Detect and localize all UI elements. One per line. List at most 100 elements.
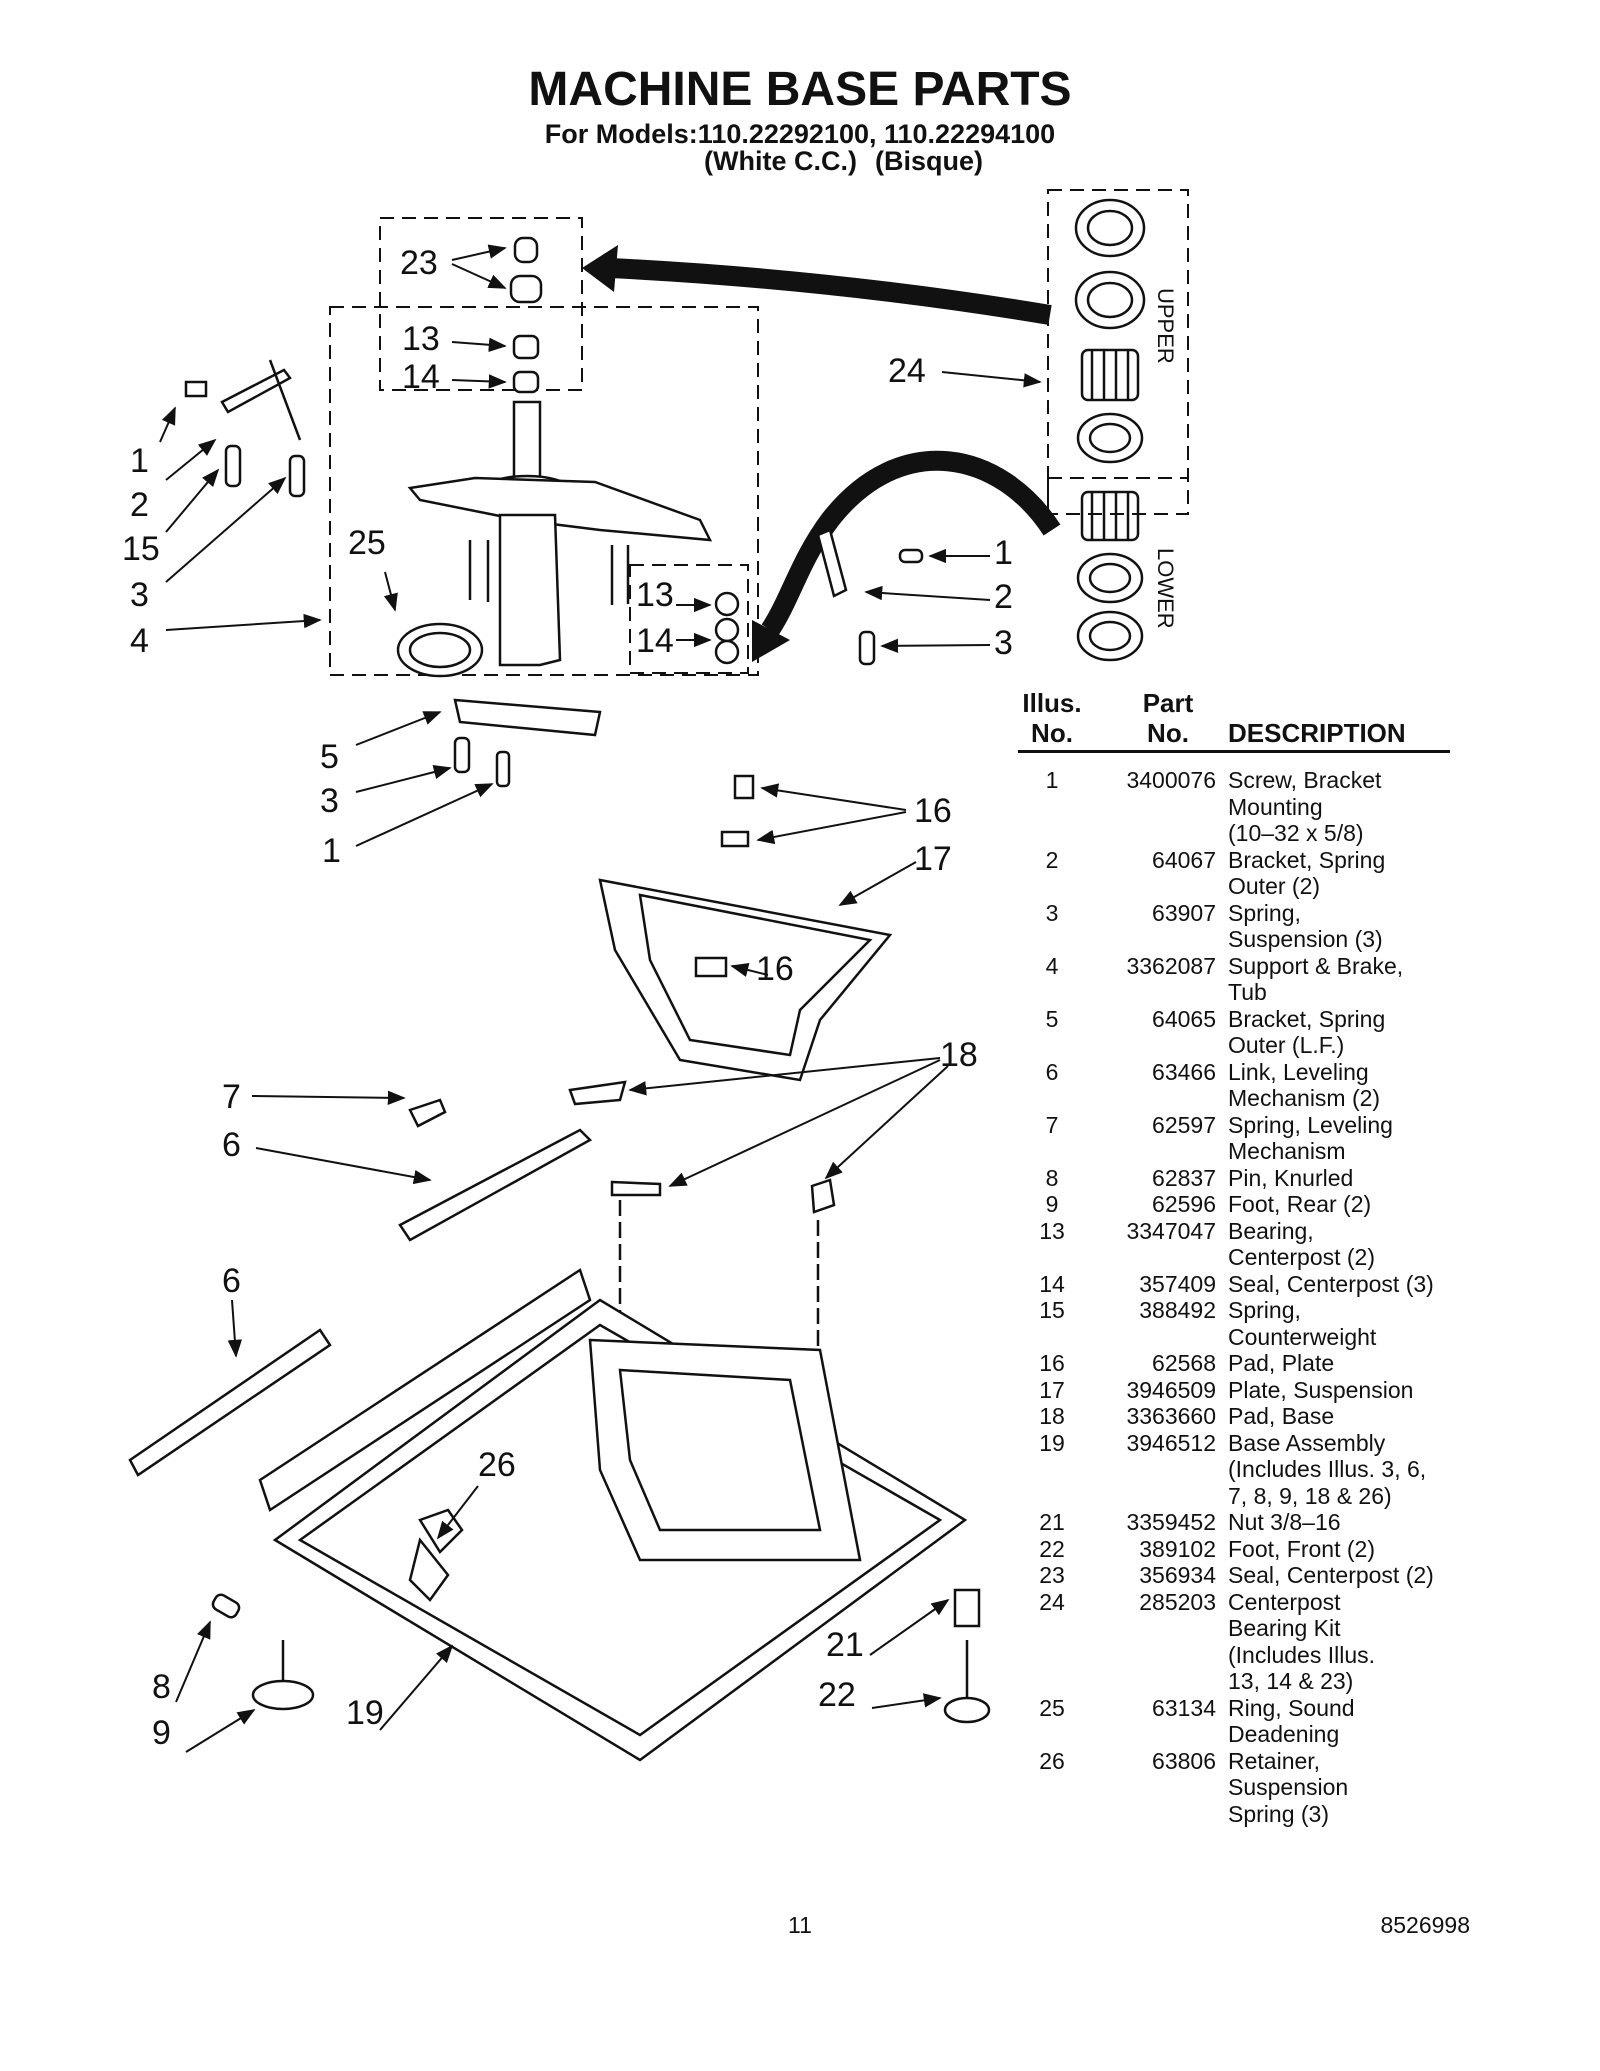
- part-description: Base Assembly (Includes Illus. 3, 6, 7, …: [1228, 1429, 1427, 1509]
- part-description: Bearing, Centerpost (2): [1228, 1217, 1376, 1271]
- callout-3-left: 3: [130, 576, 149, 614]
- callout-17: 17: [914, 840, 952, 878]
- part-no: 357409: [1139, 1270, 1216, 1297]
- tub-support-brake: [396, 400, 713, 678]
- parts-table-row: 8 62837 Pin, Knurled: [1018, 1165, 1450, 1192]
- suspension-plate: [598, 774, 893, 1082]
- page-title: MACHINE BASE PARTS: [528, 63, 1072, 116]
- part-no: 3946509: [1126, 1376, 1216, 1403]
- callout-4: 4: [130, 622, 149, 660]
- callout-3-right: 3: [994, 624, 1013, 662]
- part-no: 3362087: [1126, 952, 1216, 979]
- callout-6-top: 6: [222, 1126, 241, 1164]
- callout-22: 22: [818, 1676, 856, 1714]
- part-description: Foot, Front (2): [1228, 1535, 1375, 1562]
- illus-no: 21: [1039, 1509, 1065, 1535]
- col-illus-no: Illus. No.: [1022, 688, 1082, 748]
- upper-label: UPPER: [1153, 288, 1178, 364]
- part-no: 62597: [1152, 1111, 1216, 1138]
- illus-no: 2: [1045, 846, 1059, 873]
- part-description: Bracket, Spring Outer (L.F.): [1228, 1005, 1386, 1059]
- callout-3-lower: 3: [320, 782, 339, 820]
- callout-5: 5: [320, 738, 339, 776]
- callout-26: 26: [478, 1446, 516, 1484]
- part-no: 3400076: [1126, 767, 1216, 793]
- part-description: Bracket, Spring Outer (2): [1228, 846, 1386, 900]
- part-description: Retainer, Suspension Spring (3): [1228, 1747, 1349, 1827]
- left-bracket-group: [184, 359, 306, 498]
- illus-no: 26: [1039, 1747, 1065, 1774]
- part-description: Foot, Rear (2): [1228, 1191, 1372, 1217]
- callout-21: 21: [826, 1626, 864, 1664]
- part-no: 285203: [1139, 1588, 1216, 1615]
- bearing-kit-lower: [1076, 490, 1144, 662]
- illus-no: 17: [1039, 1376, 1065, 1403]
- part-description: Support & Brake, Tub: [1228, 952, 1404, 1006]
- part-description: Spring, Leveling Mechanism: [1228, 1111, 1393, 1165]
- models-line: For Models:110.22292100, 110.22294100: [544, 119, 1056, 149]
- illus-no: 24: [1039, 1588, 1065, 1615]
- seal-box-lower: [629, 564, 749, 674]
- callout-8: 8: [152, 1668, 171, 1706]
- right-bracket-group: [816, 528, 924, 666]
- callout-2-left: 2: [130, 486, 149, 524]
- part-no: 388492: [1139, 1297, 1216, 1323]
- part-no: 64067: [1152, 846, 1216, 873]
- part-description: Seal, Centerpost (2): [1228, 1562, 1434, 1588]
- part-description: Pad, Base: [1228, 1403, 1335, 1429]
- callout-6-lower: 6: [222, 1262, 241, 1300]
- callout-24: 24: [888, 352, 926, 390]
- base-assembly: [258, 1268, 968, 1762]
- part-no: 62596: [1152, 1191, 1216, 1217]
- part-no: 63466: [1152, 1058, 1216, 1085]
- part-no: 356934: [1139, 1562, 1216, 1588]
- part-description: Nut 3/8–16: [1228, 1509, 1341, 1535]
- part-description: Pin, Knurled: [1228, 1164, 1354, 1191]
- callout-16-mid: 16: [756, 950, 794, 988]
- callout-14-lower: 14: [636, 622, 674, 660]
- part-description: Link, Leveling Mechanism (2): [1228, 1058, 1381, 1112]
- callout-25: 25: [348, 524, 386, 562]
- kit-to-top-arrow: [609, 258, 1052, 325]
- illus-no: 9: [1045, 1191, 1059, 1217]
- illus-no: 15: [1039, 1297, 1065, 1323]
- callout-1-right: 1: [994, 534, 1013, 572]
- part-no: 3946512: [1126, 1429, 1216, 1456]
- part-no: 63134: [1152, 1694, 1216, 1721]
- part-description: Screw, Bracket Mounting (10–32 x 5/8): [1228, 767, 1382, 846]
- centerpost-seals: [509, 236, 740, 665]
- illus-no: 14: [1039, 1270, 1065, 1297]
- part-description: Spring, Suspension (3): [1228, 899, 1383, 953]
- callout-18: 18: [940, 1036, 978, 1074]
- part-no: 62837: [1152, 1164, 1216, 1191]
- parts-table-row: 2 64067 Bracket, Spring Outer (2): [1018, 847, 1450, 900]
- parts-table-row: 6 63466 Link, Leveling Mechanism (2): [1018, 1059, 1450, 1112]
- lower-bracket-group: [453, 698, 602, 788]
- part-description: Spring, Counterweight: [1228, 1297, 1377, 1350]
- seal-box-top: [379, 217, 583, 391]
- bearing-kit-box: [1047, 189, 1189, 515]
- illus-no: 13: [1039, 1217, 1065, 1244]
- page-number: 11: [788, 1912, 812, 1938]
- part-no: 64065: [1152, 1005, 1216, 1032]
- illus-no: 8: [1045, 1164, 1059, 1191]
- illus-no: 6: [1045, 1058, 1059, 1085]
- parts-table-header: Illus. No. Part No. DESCRIPTION: [1018, 688, 1450, 753]
- document-number: 8526998: [1380, 1912, 1470, 1938]
